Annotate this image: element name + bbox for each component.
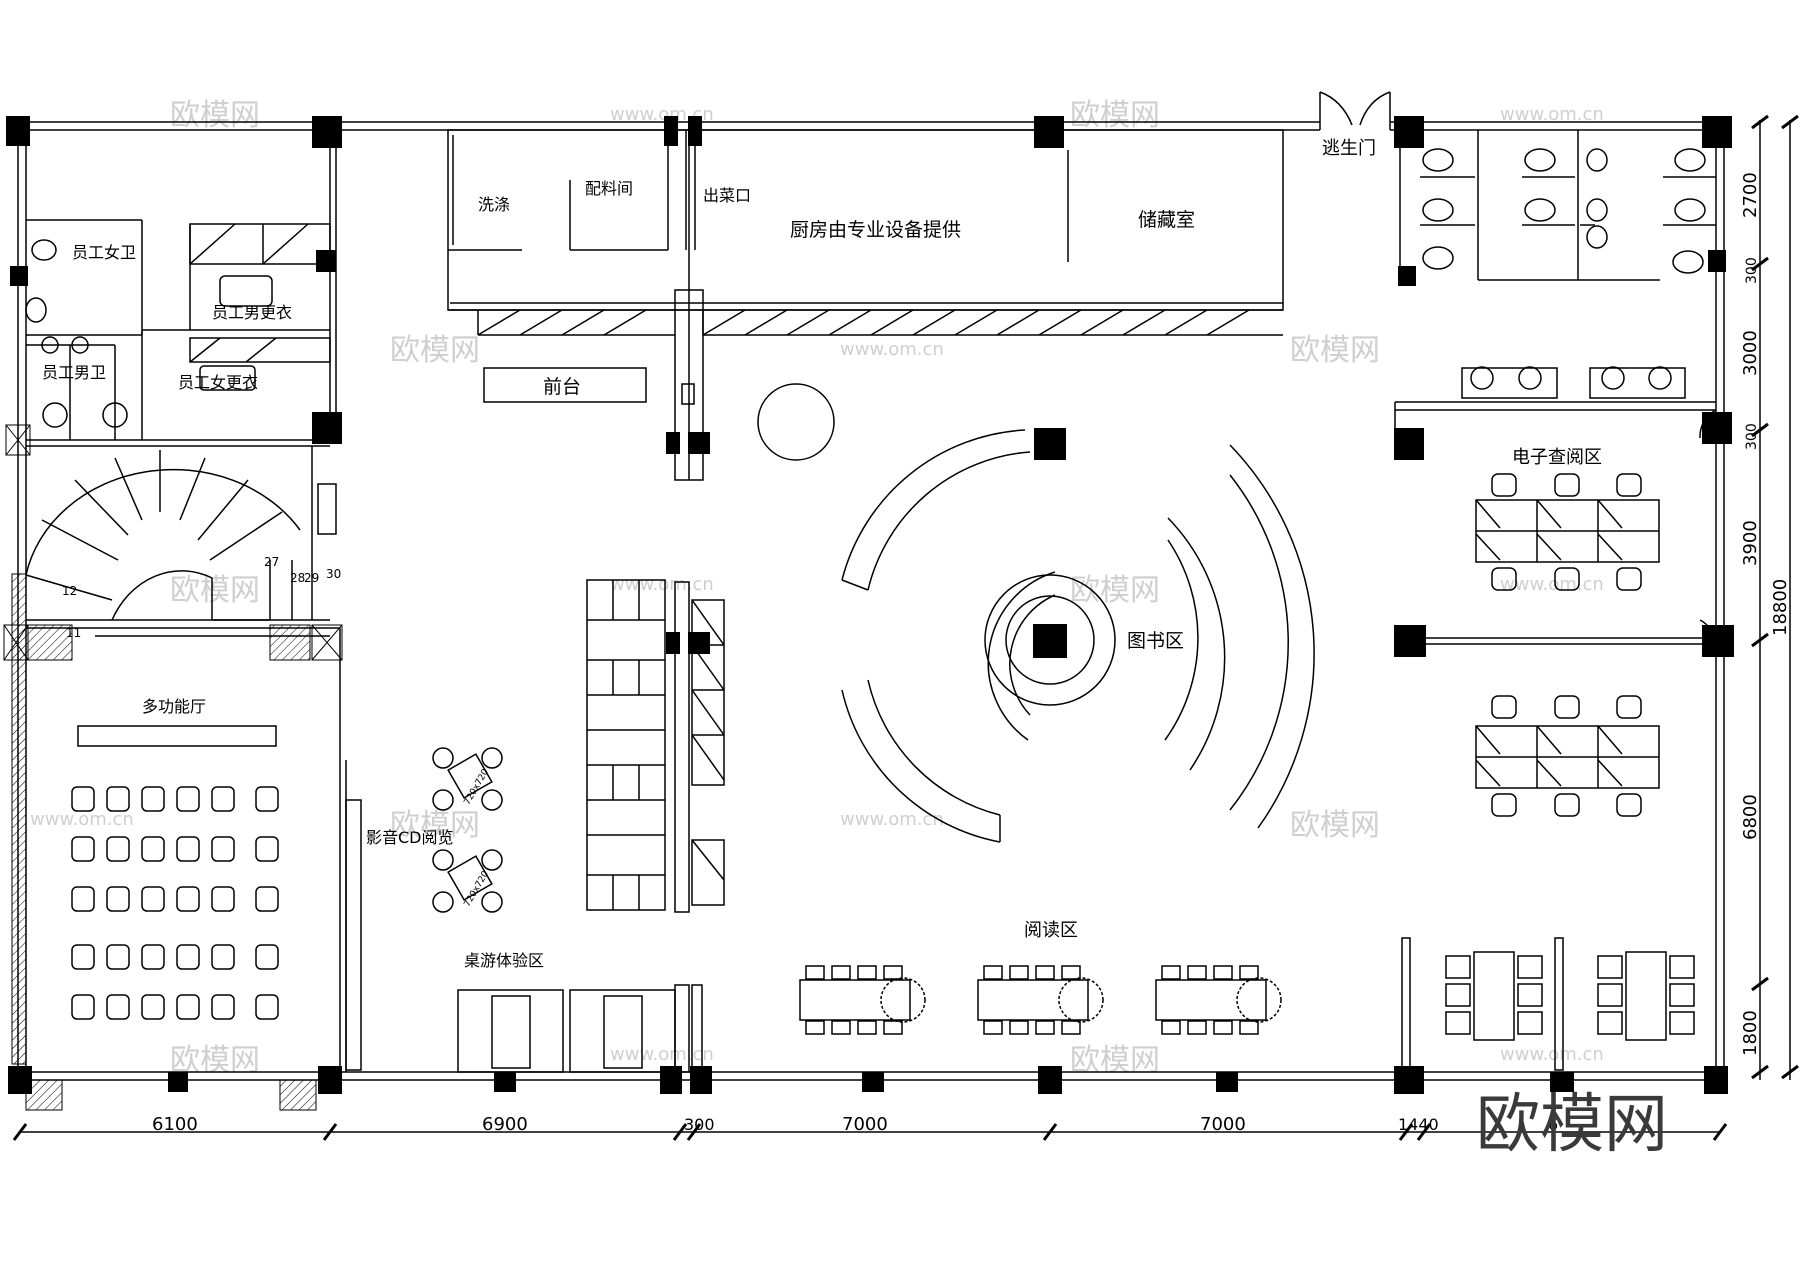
label-wash: 洗涤	[478, 195, 510, 214]
dim-right: 3000	[1740, 330, 1761, 376]
dim-bottom: 7000	[842, 1114, 888, 1135]
label-staff-male-change: 员工男更衣	[212, 303, 292, 322]
watermark-brand: 欧模网	[1290, 333, 1380, 368]
dim-right: 1800	[1740, 1010, 1761, 1056]
kitchen-block	[447, 129, 1284, 481]
dim-bottom: 6100	[152, 1114, 198, 1135]
watermark-brand: 欧模网	[1070, 573, 1160, 608]
exterior-walls	[17, 121, 1725, 1081]
label-exit[interactable]: 逃生门	[1322, 138, 1376, 159]
brand-logo: 欧模网	[1476, 1088, 1668, 1162]
dim-bottom: 1440	[1398, 1115, 1439, 1134]
label-multi-hall: 多功能厅	[142, 697, 206, 716]
label-e-reading: 电子查阅区	[1512, 447, 1602, 468]
label-reading: 阅读区	[1024, 920, 1078, 941]
watermarks: 欧模网 www.om.cn 欧模网 www.om.cn 欧模网 www.om.c…	[30, 98, 1604, 1078]
watermark-brand: 欧模网	[170, 573, 260, 608]
dim-right: 3900	[1740, 520, 1761, 566]
label-staff-female-wc: 员工女卫	[72, 243, 136, 262]
table-size-label: 720x720	[463, 869, 492, 909]
label-prep: 配料间	[585, 179, 633, 198]
label-staff-male-wc: 员工男卫	[42, 363, 106, 382]
label-staff-female-change: 员工女更衣	[178, 373, 258, 392]
watermark-brand: 欧模网	[1290, 808, 1380, 843]
label-storage: 储藏室	[1138, 209, 1195, 231]
room-labels: 洗涤 配料间 出菜口 厨房由专业设备提供 储藏室 逃生门 员工女卫 员工男更衣 …	[42, 138, 1602, 970]
dim-right: 2700	[1740, 172, 1761, 218]
dim-right: 300	[1744, 257, 1760, 284]
dimension-lines	[12, 114, 1799, 1141]
dimension-labels: 6100 6900 300 7000 7000 1440 6 2700 300 …	[152, 172, 1791, 1135]
watermark-url: www.om.cn	[610, 104, 714, 125]
label-av-cd: 影音CD阅览	[366, 828, 454, 847]
dim-right-total: 18800	[1770, 579, 1791, 636]
watermark-url: www.om.cn	[1500, 574, 1604, 595]
watermark-url: www.om.cn	[840, 809, 944, 830]
dim-bottom: 7000	[1200, 1114, 1246, 1135]
stair-step-28: 28	[290, 571, 305, 585]
av-cd-tables	[432, 747, 503, 913]
watermark-brand: 欧模网	[390, 808, 480, 843]
multifunction-hall	[71, 628, 362, 1072]
stair-step-12: 12	[62, 584, 77, 598]
stair-step-30: 30	[326, 567, 341, 581]
watermark-brand: 欧模网	[170, 98, 260, 133]
hall-seating	[71, 786, 279, 1020]
library-curved-shelves	[841, 429, 1315, 843]
stair-step-29: 29	[304, 571, 319, 585]
round-column	[757, 383, 835, 461]
label-library: 图书区	[1127, 630, 1184, 652]
structural-columns	[6, 116, 1734, 1094]
watermark-url: www.om.cn	[610, 1044, 714, 1065]
e-reading-chairs	[1491, 473, 1642, 817]
library-center-column	[1033, 624, 1067, 658]
reception-desk	[483, 367, 647, 403]
dim-bottom: 300	[684, 1115, 715, 1134]
watermark-url: www.om.cn	[1500, 104, 1604, 125]
label-boardgame: 桌游体验区	[464, 951, 544, 970]
e-reading-desks	[1475, 473, 1660, 817]
label-kitchen: 厨房由专业设备提供	[790, 219, 961, 241]
watermark-url: www.om.cn	[30, 809, 134, 830]
stair-step-11: 11	[66, 626, 81, 640]
spiral-staircase[interactable]	[25, 446, 340, 637]
book-shelves	[586, 579, 725, 1073]
escape-door[interactable]	[1319, 91, 1391, 130]
dim-right: 300	[1744, 423, 1760, 450]
label-reception: 前台	[543, 376, 581, 398]
staff-area-walls	[25, 130, 337, 447]
boardgame-sofas	[457, 989, 676, 1073]
watermark-brand: 欧模网	[390, 333, 480, 368]
kitchen-counter	[477, 309, 1250, 336]
e-reading-walls	[1394, 401, 1717, 645]
stair-step-27: 27	[264, 555, 279, 569]
reading-tables	[799, 965, 1282, 1035]
watermark-url: www.om.cn	[840, 339, 944, 360]
watermark-url: www.om.cn	[1500, 1044, 1604, 1065]
watermark-brand: 欧模网	[1070, 98, 1160, 133]
watermark-url: www.om.cn	[610, 574, 714, 595]
public-restrooms	[1399, 130, 1716, 399]
table-size-label: 720x720	[463, 767, 492, 807]
dim-bottom: 6900	[482, 1114, 528, 1135]
hatched-walls	[3, 424, 343, 1111]
dim-right: 6800	[1740, 794, 1761, 840]
label-serve: 出菜口	[703, 186, 751, 205]
dim-bottom: 6	[1548, 1115, 1558, 1134]
